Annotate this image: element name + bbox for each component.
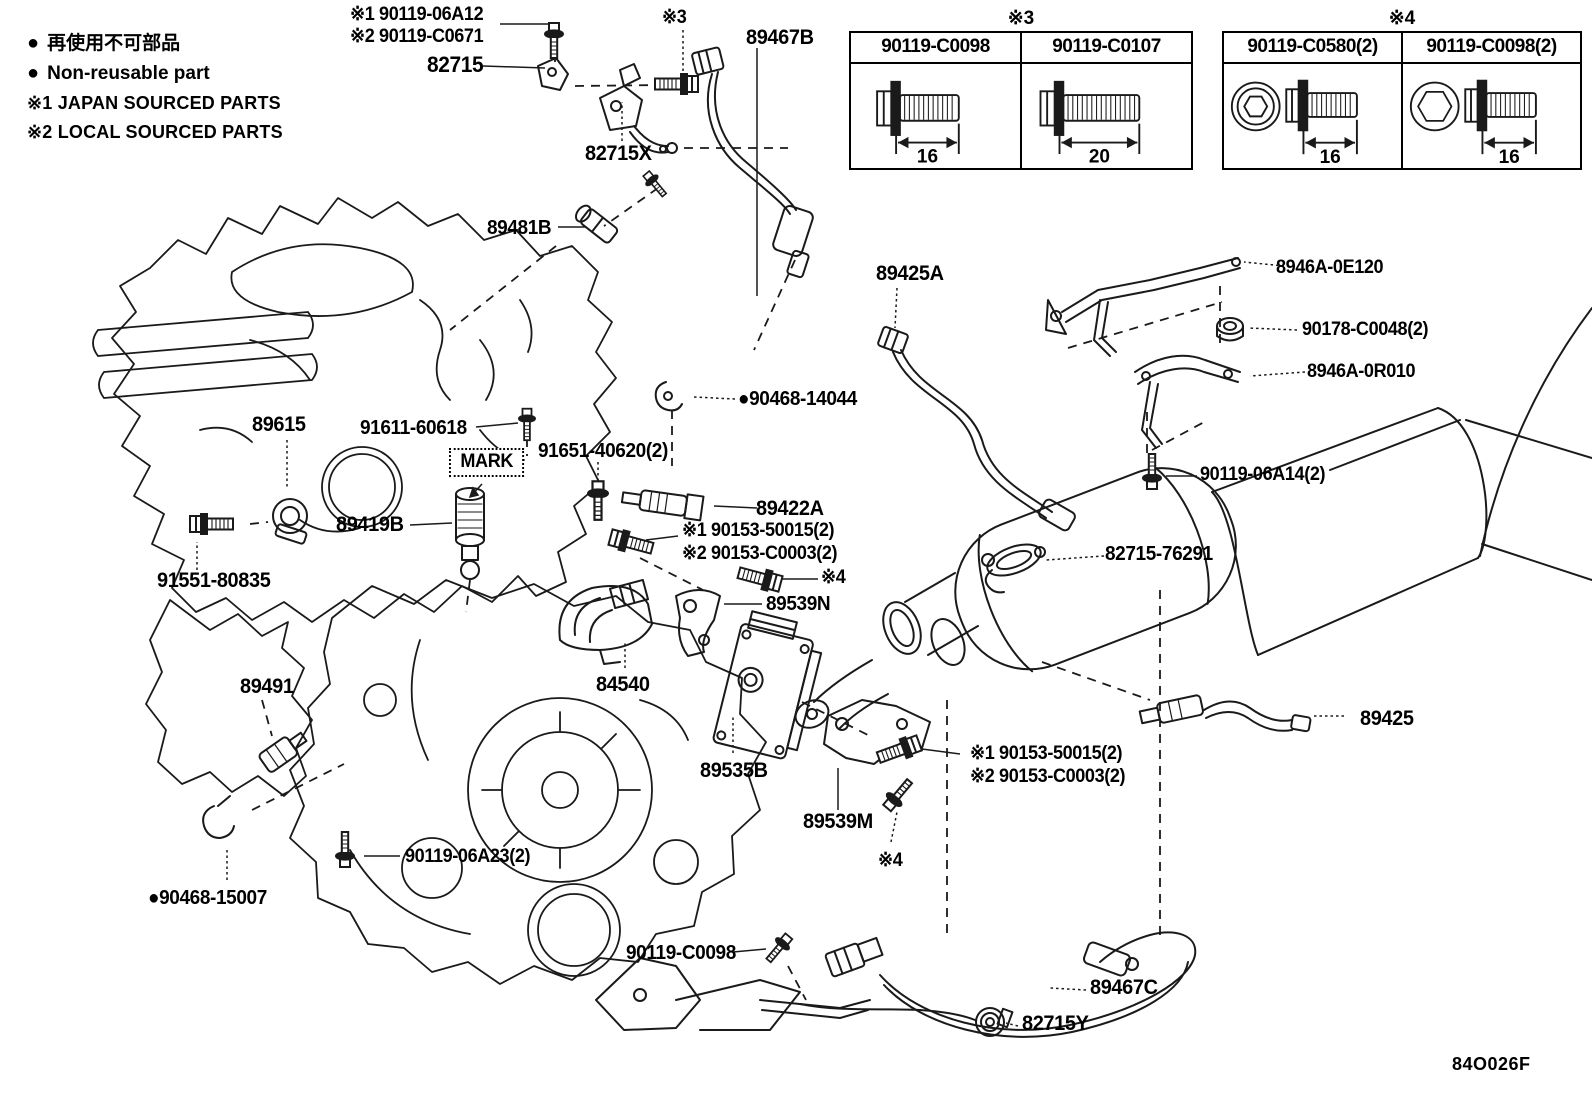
label-8946A-0E120: 8946A-0E120 xyxy=(1276,257,1384,278)
bolt-icon: 20 xyxy=(1039,80,1140,166)
fastener-table-3: ※3 90119-C0098 16 xyxy=(849,8,1193,170)
ecu-drawing xyxy=(675,589,931,765)
bolt-length: 16 xyxy=(1498,147,1519,166)
engine-drawing xyxy=(92,197,767,985)
label-mark: MARK xyxy=(449,448,525,477)
fastener-part-number: 90119-C0098(2) xyxy=(1403,33,1580,64)
fastener-cell: 90119-C0107 20 xyxy=(1020,33,1191,168)
label-91611-60618: 91611-60618 xyxy=(360,417,467,439)
label-90153-50015-b: ※1 90153-50015(2) xyxy=(970,743,1123,764)
bolt-icon: 16 xyxy=(875,80,960,166)
nut-bolt-icon: 16 xyxy=(1230,79,1358,166)
label-91551-80835: 91551-80835 xyxy=(157,569,271,592)
label-89425: 89425 xyxy=(1360,707,1414,730)
fastener-part-number: 90119-C0107 xyxy=(1022,33,1191,64)
label-82715Y: 82715Y xyxy=(1022,1012,1089,1035)
projection-lines xyxy=(249,42,1223,1001)
fastener-table-4: ※4 90119-C0580(2) xyxy=(1222,8,1582,170)
diagram-code: 84O026F xyxy=(1452,1054,1531,1074)
label-8946A-0R010: 8946A-0R010 xyxy=(1307,361,1416,382)
legend-note-japan-sourced: ※1 JAPAN SOURCED PARTS xyxy=(27,93,281,113)
label-89535B: 89535B xyxy=(700,759,768,782)
nonreusable-bullet-icon: ● xyxy=(27,62,40,84)
label-89422A: 89422A xyxy=(756,497,824,520)
label-90119-06A12: ※1 90119-06A12 xyxy=(350,4,484,25)
legend: ●再使用不可部品 ●Non-reusable part ※1 JAPAN SOU… xyxy=(27,28,283,143)
label-89467C: 89467C xyxy=(1090,976,1158,999)
legend-nonreusable-en: ●Non-reusable part xyxy=(27,62,210,84)
label-89539M: 89539M xyxy=(803,810,873,833)
fastener-cell: 90119-C0098(2) xyxy=(1401,33,1580,168)
label-ref4-a: ※4 xyxy=(821,567,846,588)
label-90119-C0671: ※2 90119-C0671 xyxy=(350,26,484,47)
label-89615: 89615 xyxy=(252,413,306,436)
label-82715-76291: 82715-76291 xyxy=(1105,543,1213,565)
label-90468-14044: ●90468-14044 xyxy=(738,388,857,410)
fastener-cell: 90119-C0580(2) xyxy=(1224,33,1401,168)
label-90153-C0003-a: ※2 90153-C0003(2) xyxy=(682,543,838,564)
label-89467B: 89467B xyxy=(746,26,814,49)
label-ref4-b: ※4 xyxy=(878,850,903,871)
fastener-cell: 90119-C0098 16 xyxy=(851,33,1020,168)
sensor-drawings xyxy=(202,46,1312,1038)
label-90119-06A23: 90119-06A23(2) xyxy=(405,846,531,867)
fastener-part-number: 90119-C0580(2) xyxy=(1224,33,1401,64)
label-90153-C0003-b: ※2 90153-C0003(2) xyxy=(970,766,1126,787)
label-ref3-top: ※3 xyxy=(662,7,687,28)
label-82715: 82715 xyxy=(427,52,484,77)
label-91651-40620: 91651-40620(2) xyxy=(538,440,668,462)
bolt-length: 16 xyxy=(1319,147,1340,166)
fastener-table-4-title: ※4 xyxy=(1388,8,1416,29)
bolt-length: 20 xyxy=(1088,147,1109,166)
label-89539N: 89539N xyxy=(766,593,831,615)
fastener-part-number: 90119-C0098 xyxy=(851,33,1020,64)
bolt-length: 16 xyxy=(916,147,937,166)
label-84540: 84540 xyxy=(596,673,650,696)
label-89491: 89491 xyxy=(240,675,294,698)
nut-bolt-icon: 16 xyxy=(1409,79,1537,166)
label-90119-06A14: 90119-06A14(2) xyxy=(1200,464,1326,485)
label-90153-50015-a: ※1 90153-50015(2) xyxy=(682,520,835,541)
label-89425A: 89425A xyxy=(876,262,944,285)
exhaust-drawing xyxy=(794,307,1592,729)
bracket-drawings xyxy=(1045,257,1244,449)
fastener-table-3-title: ※3 xyxy=(1007,8,1035,29)
label-90119-C0098-b: 90119-C0098 xyxy=(626,942,736,964)
nonreusable-bullet-icon: ● xyxy=(27,32,40,54)
label-82715X: 82715X xyxy=(585,142,652,165)
legend-nonreusable-jp: ●再使用不可部品 xyxy=(27,32,181,54)
label-90468-15007: ●90468-15007 xyxy=(148,887,267,909)
legend-note-local-sourced: ※2 LOCAL SOURCED PARTS xyxy=(27,122,283,142)
label-89419B: 89419B xyxy=(336,513,404,536)
label-90178-C0048: 90178-C0048(2) xyxy=(1302,319,1429,340)
label-89481B: 89481B xyxy=(487,217,552,239)
leader-lines xyxy=(196,23,1344,1027)
